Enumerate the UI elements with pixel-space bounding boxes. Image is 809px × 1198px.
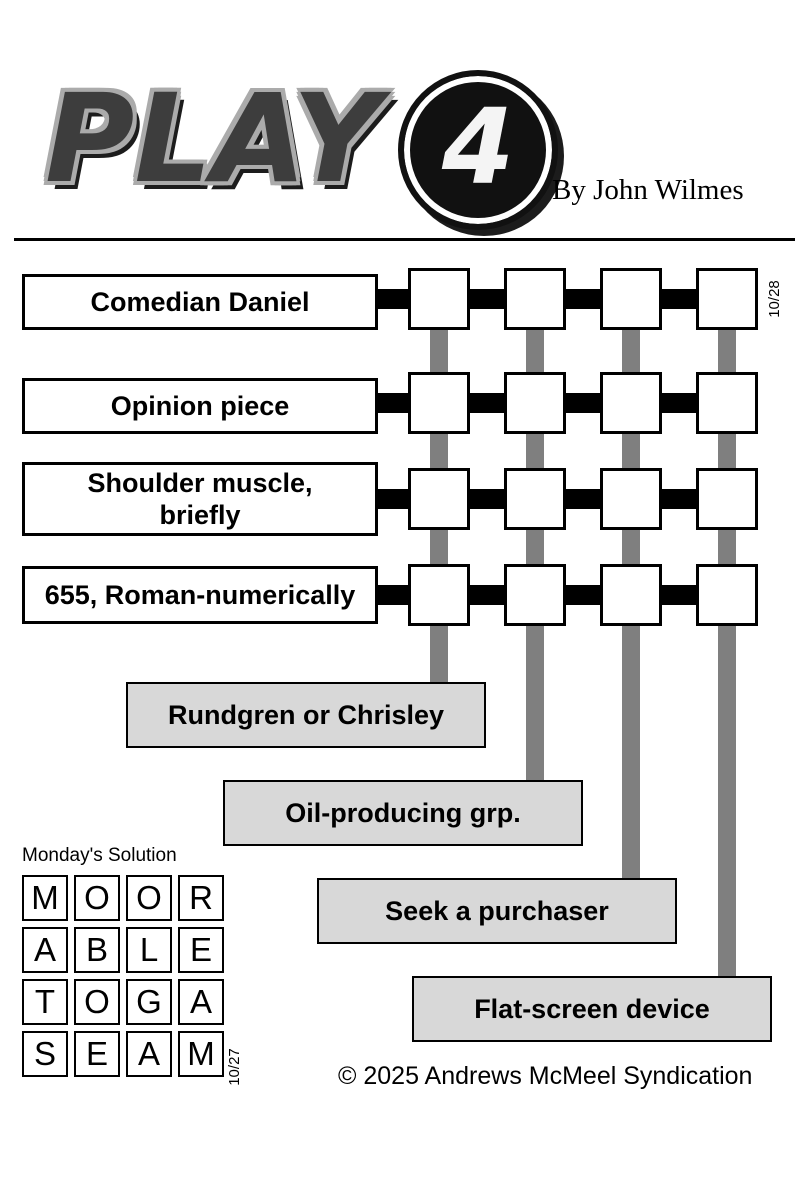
down-clue-3-text: Seek a purchaser: [385, 895, 609, 926]
solution-cell: A: [178, 979, 224, 1025]
logo-play-text: PLAY: [45, 68, 381, 210]
grid-cell: [696, 564, 758, 626]
across-clue-3: Shoulder muscle, briefly: [22, 462, 378, 536]
solution-cell: A: [126, 1031, 172, 1077]
grid-cell: [504, 468, 566, 530]
solution-cell: R: [178, 875, 224, 921]
byline: By John Wilmes: [552, 174, 744, 206]
grid-cell: [600, 468, 662, 530]
solution-cell: A: [22, 927, 68, 973]
grid-cell: [504, 564, 566, 626]
down-clue-4: Flat-screen device: [412, 976, 772, 1042]
solution-cell: O: [74, 875, 120, 921]
grid-cell: [408, 268, 470, 330]
grid-cell: [408, 564, 470, 626]
puzzle-date: 10/28: [766, 280, 783, 318]
grid-cell: [696, 372, 758, 434]
grid-cell: [600, 372, 662, 434]
grid-cell: [696, 268, 758, 330]
across-clue-3-text: Shoulder muscle, briefly: [87, 467, 313, 530]
connector-col4: [718, 295, 736, 976]
grid-cell: [408, 468, 470, 530]
down-clue-2-text: Oil-producing grp.: [285, 797, 521, 828]
logo-4-circle-icon: 4: [398, 70, 558, 230]
solution-cell: E: [74, 1031, 120, 1077]
grid-cell: [600, 268, 662, 330]
across-clue-4: 655, Roman-numerically: [22, 566, 378, 624]
solution-cell: M: [178, 1031, 224, 1077]
grid-cell: [696, 468, 758, 530]
down-clue-1: Rundgren or Chrisley: [126, 682, 486, 748]
across-clue-2: Opinion piece: [22, 378, 378, 434]
down-clue-2: Oil-producing grp.: [223, 780, 583, 846]
grid-cell: [600, 564, 662, 626]
grid-cell: [504, 372, 566, 434]
connector-col2: [526, 295, 544, 780]
solution-cell: G: [126, 979, 172, 1025]
grid-cell: [504, 268, 566, 330]
solution-cell: O: [126, 875, 172, 921]
solution-cell: L: [126, 927, 172, 973]
down-clue-3: Seek a purchaser: [317, 878, 677, 944]
grid-cell: [408, 372, 470, 434]
solution-cell: E: [178, 927, 224, 973]
solution-label: Monday's Solution: [22, 845, 177, 866]
copyright: © 2025 Andrews McMeel Syndication: [338, 1062, 753, 1090]
solution-cell: O: [74, 979, 120, 1025]
across-clue-2-text: Opinion piece: [110, 390, 290, 421]
across-clue-1: Comedian Daniel: [22, 274, 378, 330]
across-clue-4-text: 655, Roman-numerically: [44, 579, 356, 610]
down-clue-1-text: Rundgren or Chrisley: [167, 699, 445, 730]
solution-cell: B: [74, 927, 120, 973]
solution-date: 10/27: [226, 1048, 243, 1086]
solution-cell: M: [22, 875, 68, 921]
play4-logo: PLAY 4: [40, 70, 560, 230]
down-clue-4-text: Flat-screen device: [474, 993, 710, 1024]
across-clue-1-text: Comedian Daniel: [90, 286, 310, 317]
header-divider: [14, 238, 795, 241]
solution-cell: T: [22, 979, 68, 1025]
solution-cell: S: [22, 1031, 68, 1077]
logo-four-text: 4: [441, 86, 515, 208]
